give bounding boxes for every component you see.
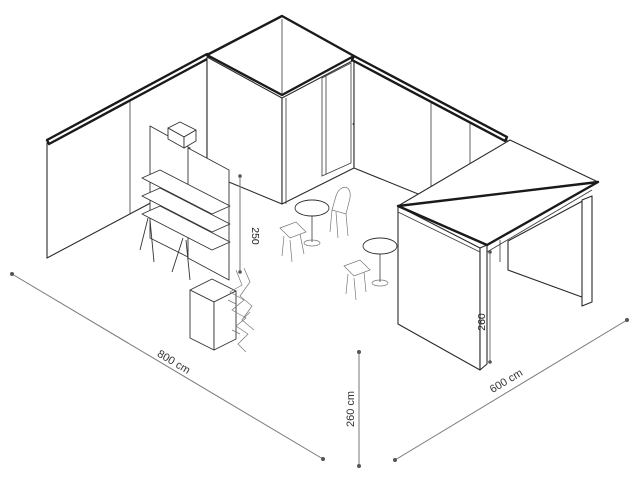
table-set-back xyxy=(279,186,351,263)
cabin-height-label: 260 xyxy=(476,313,488,331)
potted-plant xyxy=(227,267,255,353)
width-dimension: 800 cm xyxy=(10,272,325,461)
center-room-block xyxy=(205,14,356,205)
shelf-height-label: 250 xyxy=(249,227,261,245)
height-dimension-label: 260 cm xyxy=(345,391,357,427)
depth-dimension-label: 600 cm xyxy=(488,367,525,396)
table-set-front xyxy=(343,237,398,301)
shelving-display: 250 xyxy=(139,121,261,281)
front-right-cabin: 260 xyxy=(396,139,600,371)
counter-pedestal xyxy=(189,278,237,351)
height-dimension: 260 cm xyxy=(345,350,361,468)
